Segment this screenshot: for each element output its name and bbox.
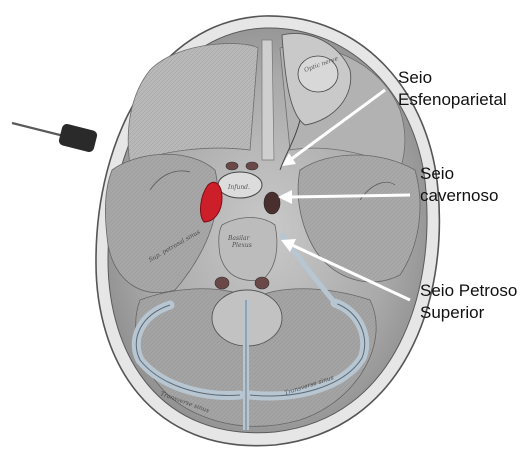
crista-galli xyxy=(262,40,274,160)
label-sphenoparietal: Seio Esfenoparietal xyxy=(398,67,507,111)
jugular-right xyxy=(255,277,269,289)
probe-icon xyxy=(12,123,98,153)
svg-text:Infund.: Infund. xyxy=(227,184,250,191)
cavernous-dark-right xyxy=(264,192,280,214)
jugular-left xyxy=(215,277,229,289)
label-superior-petrosal: Seio Petroso Superior xyxy=(420,280,517,324)
clinoid-right xyxy=(246,162,258,170)
svg-text:Basilar: Basilar xyxy=(227,235,250,242)
label-superior-petrosal-line1: Seio Petroso xyxy=(420,280,517,302)
label-sphenoparietal-line2: Esfenoparietal xyxy=(398,89,507,111)
anterior-fossa-hatching xyxy=(128,43,258,165)
label-cavernous: Seio cavernoso xyxy=(420,163,498,207)
svg-text:Plexus: Plexus xyxy=(231,242,252,249)
clinoid-left xyxy=(226,162,238,170)
label-superior-petrosal-line2: Superior xyxy=(420,302,517,324)
label-cavernous-line2: cavernoso xyxy=(420,185,498,207)
label-sphenoparietal-line1: Seio xyxy=(398,67,507,89)
label-cavernous-line1: Seio xyxy=(420,163,498,185)
arrow-cavernous xyxy=(290,195,410,197)
